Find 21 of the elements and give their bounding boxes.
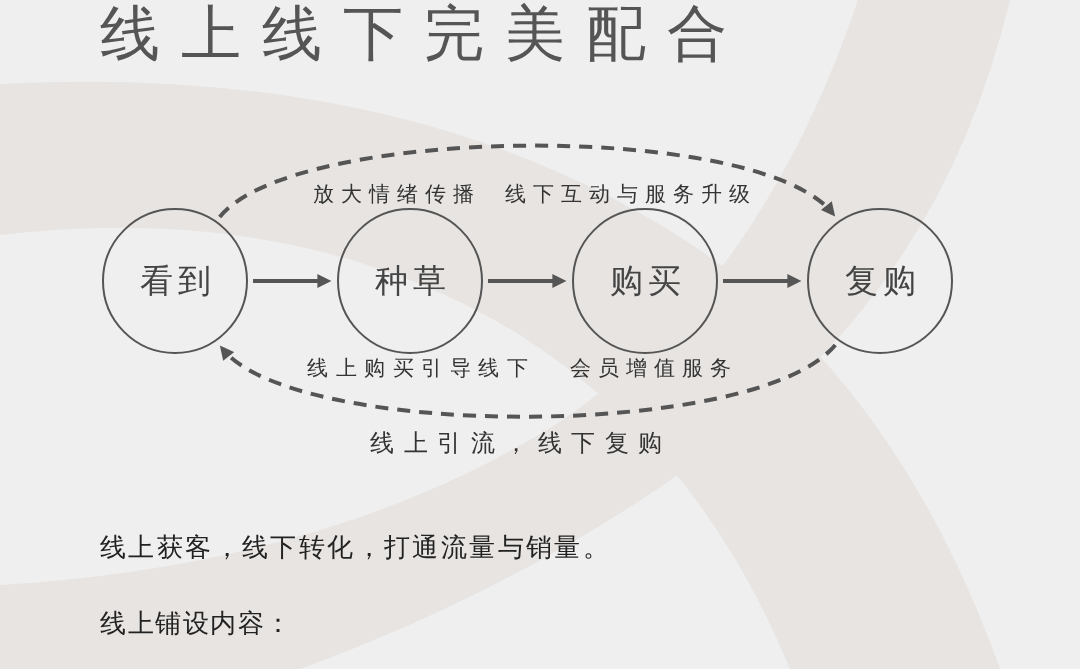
stage-label: 看到 <box>139 259 216 302</box>
dashed-arrow <box>219 343 837 419</box>
stage-circle <box>337 208 483 354</box>
annotation-text: 线下互动与服务升级 <box>505 182 757 208</box>
annotation-text: 线上购买引导线下 <box>307 356 535 382</box>
arrow <box>253 274 332 288</box>
stage-label: 种草 <box>374 259 451 302</box>
stage-label: 购买 <box>609 259 686 302</box>
stage-circle <box>572 208 718 354</box>
section-heading: 线上铺设内容： <box>100 608 293 640</box>
summary-text: 线上引流，线下复购 <box>370 428 672 458</box>
body-text: 线上获客，线下转化，打通流量与销量。 <box>100 532 612 564</box>
annotation-text: 放大情绪传播 <box>313 182 481 208</box>
title: 线上线下完美配合 <box>100 0 748 66</box>
stage-label: 复购 <box>844 259 921 302</box>
dashed-arrow <box>218 143 836 219</box>
stage-circle <box>102 208 248 354</box>
stage-circle <box>807 208 953 354</box>
arrow <box>723 274 802 288</box>
arrow <box>488 274 567 288</box>
annotation-text: 会员增值服务 <box>570 356 738 382</box>
